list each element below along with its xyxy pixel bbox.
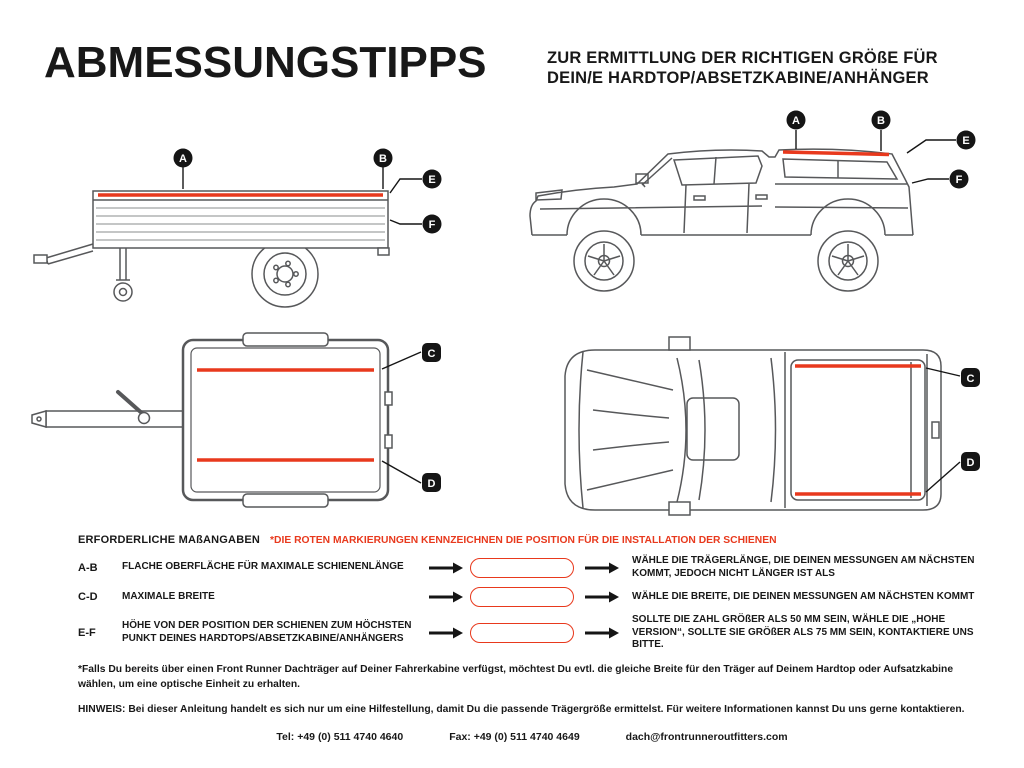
fax-number: Fax: +49 (0) 511 4740 4649 (449, 731, 580, 744)
label-badge-a-icon (786, 110, 806, 130)
measure-description: FLACHE OBERFLÄCHE FÜR MAXIMALE SCHIENENL… (122, 561, 404, 573)
measure-row-ab: A-B FLACHE OBERFLÄCHE FÜR MAXIMALE SCHIE… (78, 555, 986, 580)
label-badge-f-icon (949, 169, 969, 189)
measurement-input-box-ab[interactable] (470, 557, 574, 578)
subtitle-line-1: ZUR ERMITTLUNG DER RICHTIGEN GRÖßE FÜR (547, 49, 938, 67)
label-badge-e-icon (956, 130, 976, 150)
label-badge-a-icon (173, 148, 193, 168)
label-a: A (179, 153, 187, 165)
label-badge-c-icon (961, 368, 980, 387)
arrow-right-icon (580, 562, 624, 574)
phone-number: Tel: +49 (0) 511 4740 4640 (276, 731, 404, 744)
arrow-right-icon (424, 591, 468, 603)
label-b: B (877, 115, 885, 127)
measurement-section: ERFORDERLICHE MAßANGABEN *DIE ROTEN MARK… (78, 534, 986, 743)
subtitle-line-2: DEIN/E HARDTOP/ABSETZKABINE/ANHÄNGER (547, 69, 929, 88)
trailer-top-outline (31, 332, 393, 508)
trailer-side-label-badges: A B E F (173, 148, 442, 234)
page-title: ABMESSUNGSTIPPS (44, 38, 487, 87)
label-e: E (962, 135, 969, 147)
rail-markings-trailer-top (197, 368, 374, 462)
label-a: A (792, 115, 800, 127)
trailer-top-view-figure: C D (31, 332, 441, 508)
measure-row-cd: C-D MAXIMALE BREITE WÄHLE DIE BREITE, DI… (78, 587, 986, 607)
truck-side-view-figure: A B E F (529, 110, 976, 292)
label-c: C (428, 348, 436, 360)
measure-description: HÖHE VON DER POSITION DER SCHIENEN ZUM H… (122, 620, 412, 644)
label-badge-c-icon (422, 343, 441, 362)
measure-result: WÄHLE DIE BREITE, DIE DEINEN MESSUNGEN A… (632, 590, 975, 602)
label-badge-d-icon (422, 473, 441, 492)
measurement-heading-row: ERFORDERLICHE MAßANGABEN *DIE ROTEN MARK… (78, 534, 986, 546)
label-badge-d-icon (961, 452, 980, 471)
label-badge-f-icon (422, 214, 442, 234)
measurement-input-box-ef[interactable] (470, 622, 574, 643)
measure-key: C-D (78, 591, 98, 603)
measurements-heading: ERFORDERLICHE MAßANGABEN (78, 534, 261, 546)
label-badge-e-icon (422, 169, 442, 189)
measure-key: E-F (78, 626, 96, 639)
trailer-side-view-figure: A B E F (33, 148, 442, 308)
label-f: F (429, 219, 436, 231)
measurement-input-box-cd[interactable] (470, 587, 574, 607)
rail-markings-truck-top (795, 364, 921, 496)
label-badge-b-icon (871, 110, 891, 130)
email-address[interactable]: dach@frontrunneroutfitters.com (625, 731, 788, 744)
trailer-side-outline (33, 190, 390, 308)
arrow-right-icon (580, 591, 624, 603)
arrow-right-icon (424, 627, 468, 639)
contact-row: Tel: +49 (0) 511 4740 4640 Fax: +49 (0) … (78, 731, 986, 743)
label-f: F (956, 174, 963, 186)
page-subtitle: ZUR ERMITTLUNG DER RICHTIGEN GRÖßE FÜR D… (547, 48, 938, 88)
measure-description: MAXIMALE BREITE (122, 590, 215, 602)
arrow-right-icon (580, 627, 624, 639)
truck-side-outline (529, 148, 914, 292)
rail-marking-truck-side (782, 150, 890, 157)
label-e: E (428, 174, 435, 186)
footnote-text: *Falls Du bereits über einen Front Runne… (78, 663, 954, 691)
label-d: D (428, 478, 436, 490)
trailer-top-label-badges: C D (381, 343, 441, 492)
red-markings-note: *DIE ROTEN MARKIERUNGEN KENNZEICHNEN DIE… (270, 535, 777, 546)
measure-key: A-B (78, 561, 98, 574)
label-b: B (379, 153, 387, 165)
truck-top-outline (564, 336, 942, 516)
arrow-right-icon (424, 562, 468, 574)
truck-side-label-badges: A B E F (786, 110, 976, 189)
truck-top-view-figure: C D (564, 336, 980, 516)
label-d: D (967, 457, 975, 469)
label-badge-b-icon (373, 148, 393, 168)
label-c: C (967, 373, 975, 385)
truck-top-label-badges: C D (925, 367, 980, 493)
hinweis-text: HINWEIS: Bei dieser Anleitung handelt es… (78, 704, 965, 716)
measure-result: SOLLTE DIE ZAHL GRÖßER ALS 50 MM SEIN, W… (632, 614, 974, 650)
measure-row-ef: E-F HÖHE VON DER POSITION DER SCHIENEN Z… (78, 614, 986, 652)
measure-result: WÄHLE DIE TRÄGERLÄNGE, DIE DEINEN MESSUN… (632, 555, 975, 579)
